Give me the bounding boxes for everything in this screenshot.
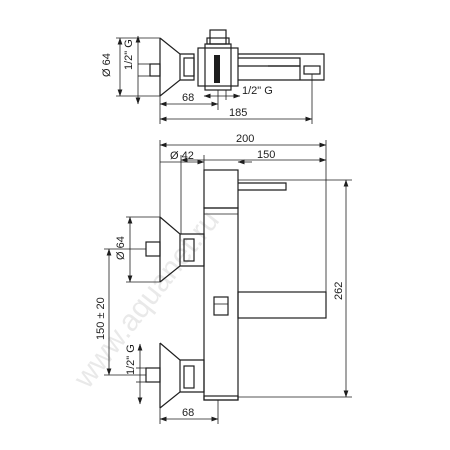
top-eccentric	[149, 63, 161, 77]
front-lower-nut	[183, 365, 195, 389]
top-thread-left-label: 1/2" G	[123, 39, 135, 70]
front-dim-dia64: Ø 64	[115, 216, 160, 283]
front-dim262-label: 262	[333, 282, 345, 300]
front-dim150-label: 150	[257, 149, 275, 161]
top-dim185-label: 185	[229, 107, 247, 119]
front-dim-68: 68	[159, 400, 219, 424]
top-handle	[238, 57, 301, 67]
top-view: Ø 64 1/2" G 68 1/2" G 185	[101, 29, 325, 124]
front-lower-flange	[159, 342, 181, 409]
front-upper-eccentric	[145, 241, 161, 257]
watermark: www.aquanet.ru	[67, 204, 226, 395]
front-dim-150-20: 150 ± 20	[95, 248, 146, 376]
front-view: 200 Ø 42 150 Ø 64 150 ± 20	[95, 133, 352, 424]
front-lower-eccentric	[145, 367, 161, 383]
front-dim-262: 262	[238, 179, 352, 398]
front-dim68-label: 68	[182, 407, 194, 419]
front-lever-head	[203, 169, 239, 209]
top-dim-thread-bottom: 1/2" G	[203, 85, 273, 100]
top-dim68-label: 68	[182, 92, 194, 104]
top-rosette-nut	[183, 57, 195, 77]
top-valve-cap	[209, 29, 227, 45]
front-dim-150: 150	[180, 149, 327, 234]
top-thread-bottom-label: 1/2" G	[242, 85, 273, 97]
front-lever-handle	[238, 182, 287, 191]
top-diverter-slot	[214, 55, 220, 83]
front-upper-nut	[183, 238, 195, 262]
top-dim-thread-left: 1/2" G	[123, 35, 150, 105]
front-spout	[237, 291, 327, 319]
front-base-block	[203, 395, 239, 401]
front-dim-200: 200	[159, 133, 327, 292]
top-wall-flange	[159, 37, 181, 97]
front-thread-left-label: 1/2" G	[125, 344, 137, 375]
top-spout-outlet	[303, 65, 321, 75]
front-dim-thread-left: 1/2" G	[125, 343, 146, 405]
front-dim200-label: 200	[236, 133, 254, 145]
front-dim150-20-label: 150 ± 20	[95, 297, 107, 340]
front-diverter-button	[213, 296, 229, 316]
front-dia64-label: Ø 64	[115, 236, 127, 260]
top-valve-cap-ring	[206, 37, 230, 45]
top-dia64-label: Ø 64	[101, 53, 113, 77]
top-dim-185: 185	[159, 74, 313, 124]
top-spout	[238, 53, 325, 81]
top-mixer-body	[197, 47, 239, 87]
